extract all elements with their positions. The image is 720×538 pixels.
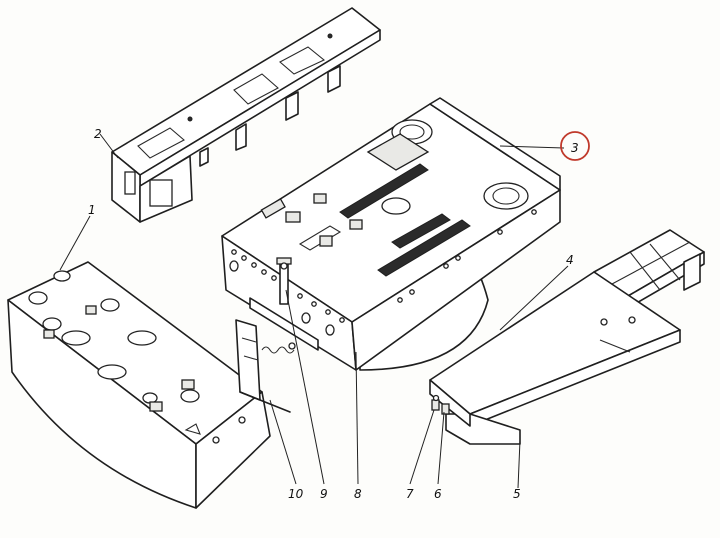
callout-5: 5	[513, 487, 521, 501]
spring-fastener	[261, 342, 296, 354]
part-9-bolt	[276, 257, 292, 305]
beam-brackets	[199, 65, 341, 167]
callout-3: 3	[571, 141, 579, 155]
leader-lines	[59, 133, 569, 489]
part-10-bracket	[235, 319, 291, 413]
callout-labels: 2 1 3 4 5 6 7 8 9 10	[88, 127, 579, 501]
part-4-rear-frame	[593, 229, 705, 309]
rivet-row	[231, 209, 537, 323]
callout-4: 4	[566, 253, 574, 267]
callout-9: 9	[320, 487, 328, 501]
callout-2: 2	[94, 127, 102, 141]
callout-1: 1	[88, 203, 96, 217]
callout-10: 10	[288, 487, 304, 501]
callout-6: 6	[434, 487, 442, 501]
callout-8: 8	[354, 487, 362, 501]
parts-6-7-fasteners	[431, 394, 450, 415]
part-2-top-beam	[111, 7, 381, 223]
highlight-circle	[560, 131, 590, 161]
callout-7: 7	[406, 487, 414, 501]
part-1-front-cradle	[7, 261, 271, 509]
part-5-platform	[429, 271, 681, 445]
